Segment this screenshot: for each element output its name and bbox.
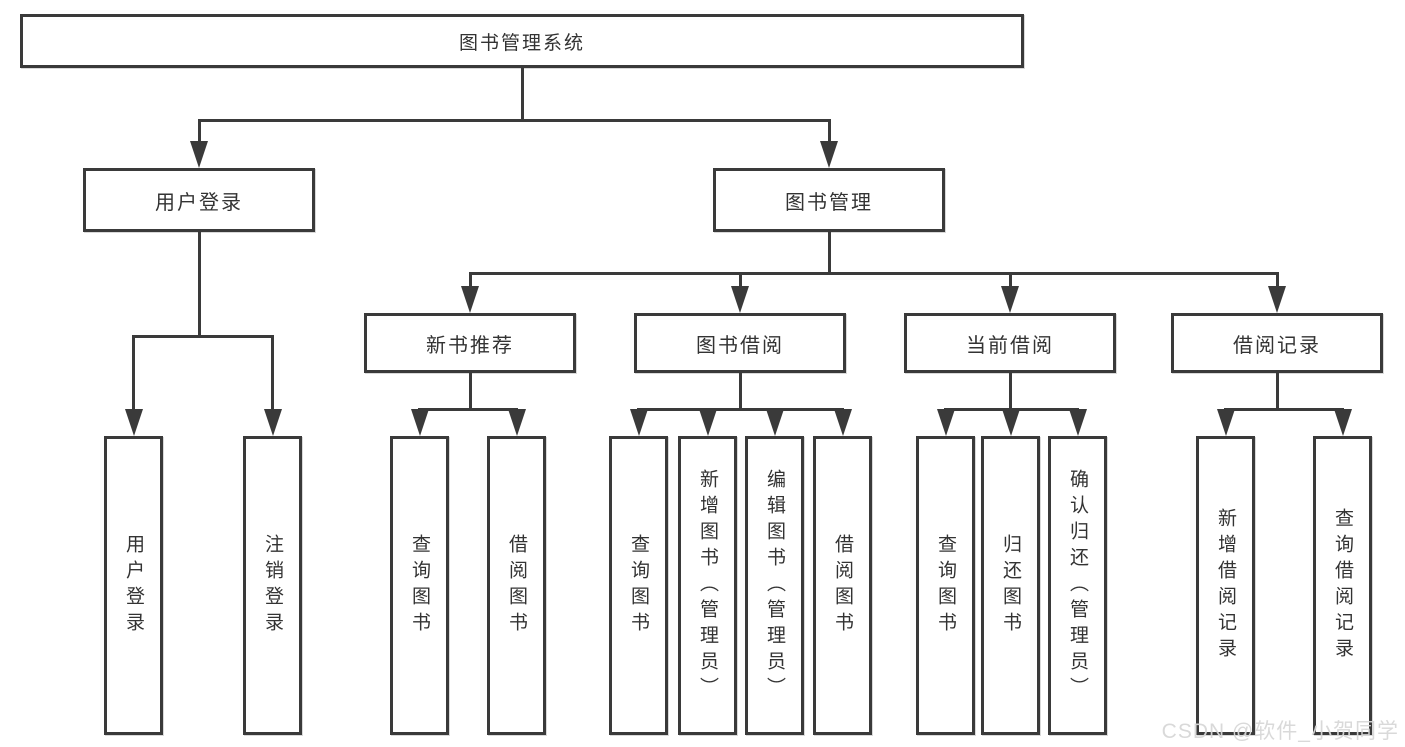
arrowhead-down-icon — [698, 409, 717, 436]
arrowhead-down-icon — [833, 409, 852, 436]
watermark: CSDN @软件_小贺同学 — [1161, 720, 1399, 743]
leaf-logout: 注销登录 — [243, 436, 302, 735]
node-label: 当前借阅 — [966, 334, 1054, 357]
leaf-confirm-return-admin: 确认归还（管理员） — [1048, 436, 1107, 735]
node-book-management-group: 图书管理 — [713, 168, 945, 232]
node-book-borrow: 图书借阅 — [634, 313, 846, 373]
connector-current-stem — [1008, 373, 1012, 408]
connector-recommend-stem — [468, 373, 472, 408]
leaf-borrow-books-recommend: 借阅图书 — [487, 436, 546, 735]
connector-drop — [132, 335, 135, 411]
node-label: 用户登录 — [155, 191, 243, 214]
node-borrow-records: 借阅记录 — [1171, 313, 1383, 373]
node-label: 新书推荐 — [426, 334, 514, 357]
node-label: 新增图书（管理员） — [697, 468, 718, 703]
arrowhead-down-icon — [1068, 409, 1087, 436]
leaf-query-books-borrow: 查询图书 — [609, 436, 668, 735]
connector-bookmgmt-rail — [468, 272, 1279, 275]
node-label: 图书借阅 — [696, 334, 784, 357]
node-label: 图书管理 — [785, 191, 873, 214]
node-label: 查询图书 — [935, 533, 956, 638]
node-label: 新增借阅记录 — [1215, 507, 1236, 664]
node-label: 注销登录 — [262, 533, 283, 638]
connector-records-stem — [1275, 373, 1279, 408]
connector-bookmgmt-stem — [827, 232, 831, 272]
leaf-return-books: 归还图书 — [981, 436, 1040, 735]
connector-records-rail — [1224, 408, 1344, 411]
node-label: 借阅图书 — [832, 533, 853, 638]
arrowhead-down-icon — [190, 141, 208, 168]
arrowhead-down-icon — [410, 409, 429, 436]
arrowhead-down-icon — [1268, 286, 1286, 313]
connector-borrow-rail — [637, 408, 844, 411]
leaf-borrow-books: 借阅图书 — [813, 436, 872, 735]
node-label: 图书管理系统 — [458, 32, 585, 54]
arrowhead-down-icon — [507, 409, 526, 436]
leaf-add-borrow-record: 新增借阅记录 — [1196, 436, 1255, 735]
node-label: 用户登录 — [123, 533, 144, 638]
connector-root-stem — [520, 68, 524, 122]
node-label: 确认归还（管理员） — [1067, 468, 1088, 703]
connector-root-rail — [197, 119, 831, 122]
arrowhead-down-icon — [731, 286, 749, 313]
node-label: 查询图书 — [628, 533, 649, 638]
leaf-edit-books-admin: 编辑图书（管理员） — [745, 436, 804, 735]
connector-drop — [827, 119, 831, 145]
arrowhead-down-icon — [1216, 409, 1235, 436]
arrowhead-down-icon — [765, 409, 784, 436]
leaf-user-login: 用户登录 — [104, 436, 163, 735]
connector-drop — [738, 272, 742, 290]
leaf-query-books-recommend: 查询图书 — [390, 436, 449, 735]
node-label: 查询借阅记录 — [1332, 507, 1353, 664]
leaf-query-borrow-record: 查询借阅记录 — [1313, 436, 1372, 735]
arrowhead-down-icon — [629, 409, 648, 436]
arrowhead-down-icon — [1001, 286, 1019, 313]
node-root: 图书管理系统 — [20, 14, 1024, 68]
arrowhead-down-icon — [461, 286, 479, 313]
node-label: 查询图书 — [409, 533, 430, 638]
connector-drop — [1275, 272, 1279, 290]
connector-drop — [271, 335, 274, 411]
connector-drop — [197, 119, 201, 145]
connector-recommend-rail — [418, 408, 518, 411]
node-current-borrow: 当前借阅 — [904, 313, 1116, 373]
leaf-query-books-current: 查询图书 — [916, 436, 975, 735]
leaf-add-books-admin: 新增图书（管理员） — [678, 436, 737, 735]
connector-drop — [1008, 272, 1012, 290]
connector-userlogin-stem — [197, 232, 201, 335]
arrowhead-down-icon — [1001, 409, 1020, 436]
connector-drop — [468, 272, 472, 290]
connector-userlogin-rail — [132, 335, 274, 338]
arrowhead-down-icon — [1333, 409, 1352, 436]
node-label: 编辑图书（管理员） — [764, 468, 785, 703]
arrowhead-down-icon — [936, 409, 955, 436]
node-new-book-recommend: 新书推荐 — [364, 313, 576, 373]
arrowhead-down-icon — [124, 409, 143, 436]
node-label: 归还图书 — [1000, 533, 1021, 638]
arrowhead-down-icon — [820, 141, 838, 168]
node-user-login-group: 用户登录 — [83, 168, 315, 232]
node-label: 借阅记录 — [1233, 334, 1321, 357]
connector-borrow-stem — [738, 373, 742, 408]
node-label: 借阅图书 — [506, 533, 527, 638]
arrowhead-down-icon — [263, 409, 282, 436]
